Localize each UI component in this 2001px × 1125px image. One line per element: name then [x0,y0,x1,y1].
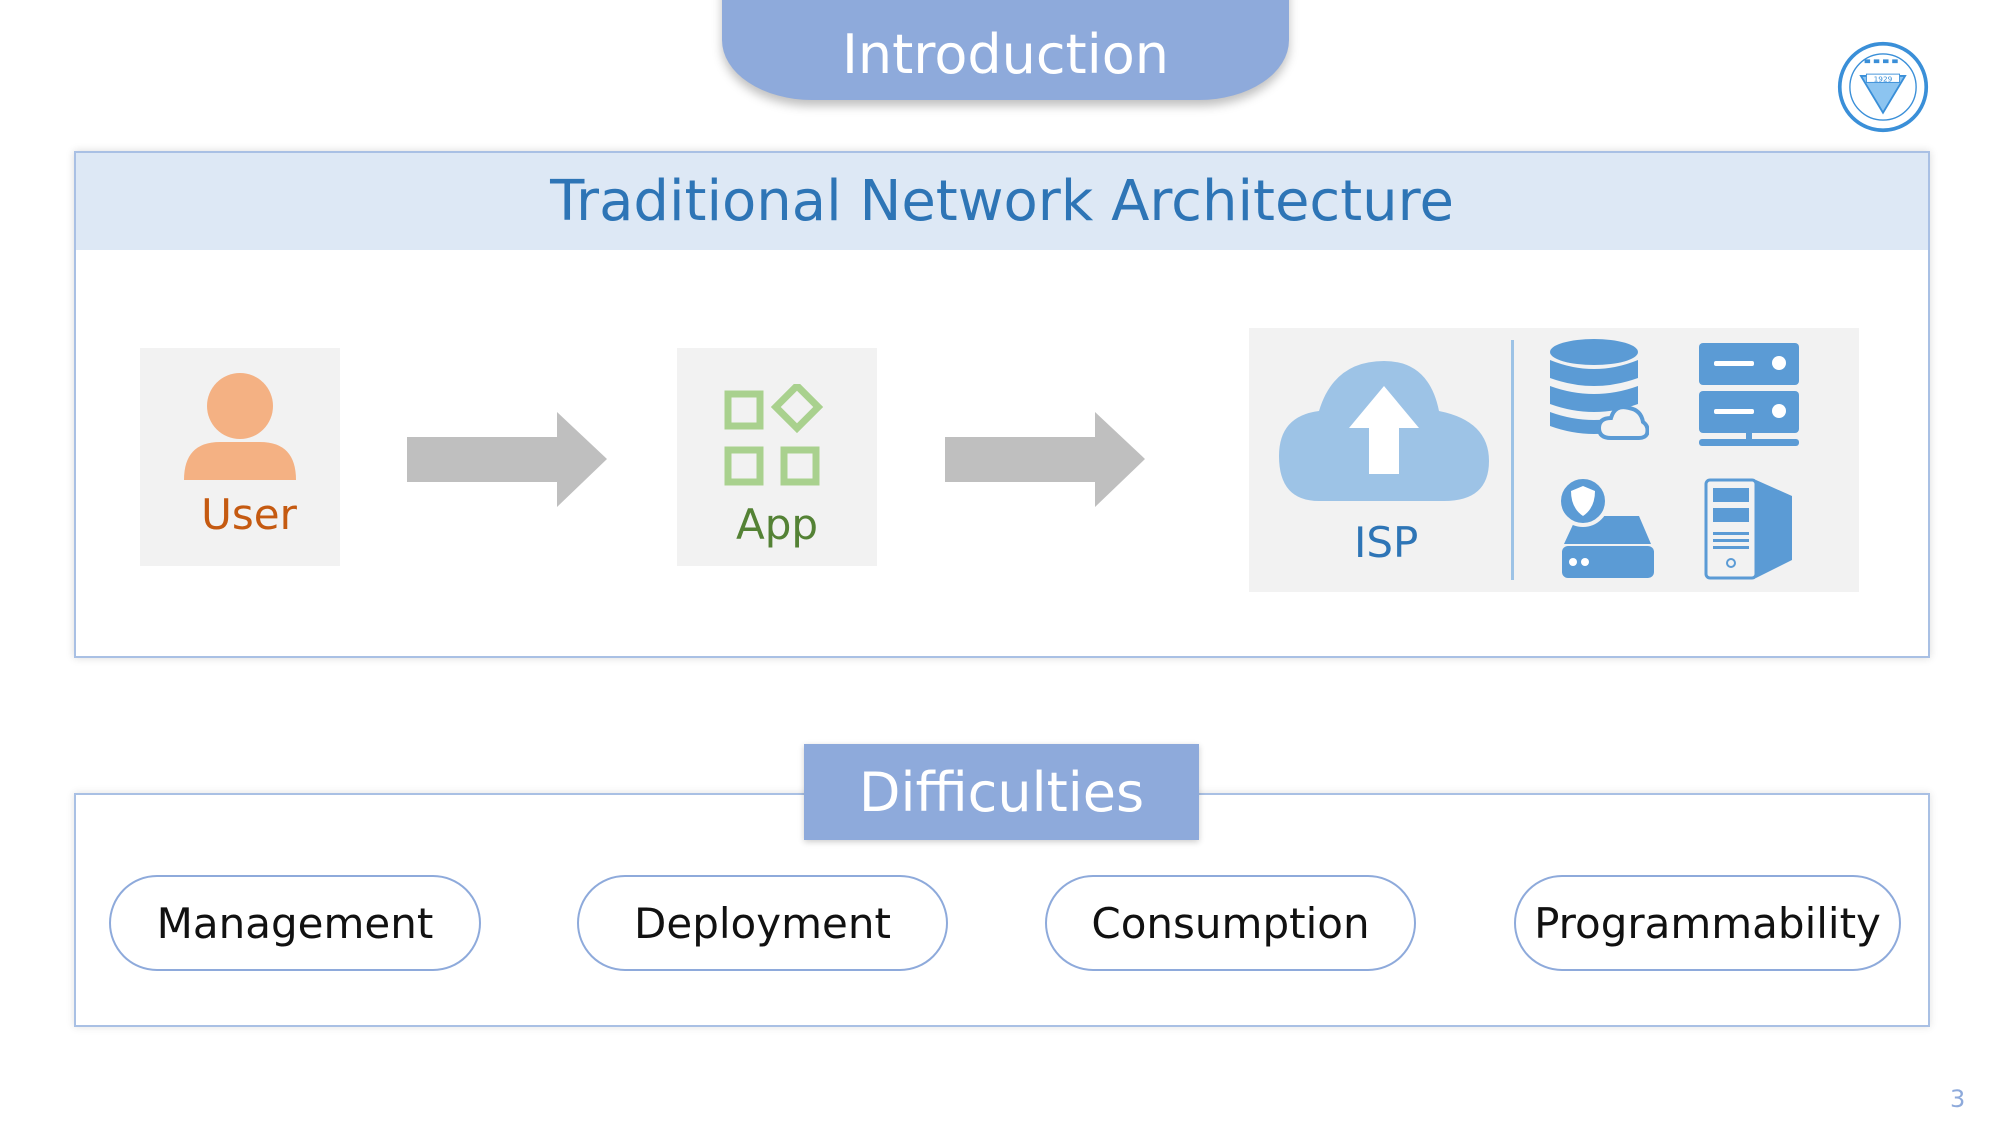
divider [1511,340,1514,580]
secure-storage-icon [1559,476,1654,578]
app-node: App [677,348,877,566]
architecture-panel: Traditional Network Architecture User Ap… [74,151,1930,658]
cloud-upload-icon [1279,361,1489,501]
architecture-title: Traditional Network Architecture [76,153,1928,250]
difficulty-consumption: Consumption [1045,875,1416,971]
difficulties-title: Difficulties [804,744,1199,840]
server-rack-icon [1699,343,1799,446]
page-number: 3 [1950,1085,1966,1113]
app-grid-icon [724,384,824,486]
difficulty-programmability: Programmability [1514,875,1901,971]
isp-label: ISP [1354,518,1419,567]
isp-node: ISP [1249,328,1859,592]
svg-text:1929: 1929 [1874,74,1893,83]
tower-server-icon [1704,478,1792,580]
section-title-banner: Introduction [722,0,1289,100]
difficulty-deployment: Deployment [577,875,948,971]
difficulty-management: Management [109,875,481,971]
user-icon [184,373,296,480]
database-cloud-icon [1550,339,1649,440]
arrow-right-icon [407,412,607,507]
user-label: User [201,490,297,539]
university-logo: 1929 [1837,41,1929,133]
app-label: App [735,500,819,549]
user-node: User [140,348,340,566]
section-title: Introduction [841,23,1169,86]
arrow-right-icon [945,412,1145,507]
